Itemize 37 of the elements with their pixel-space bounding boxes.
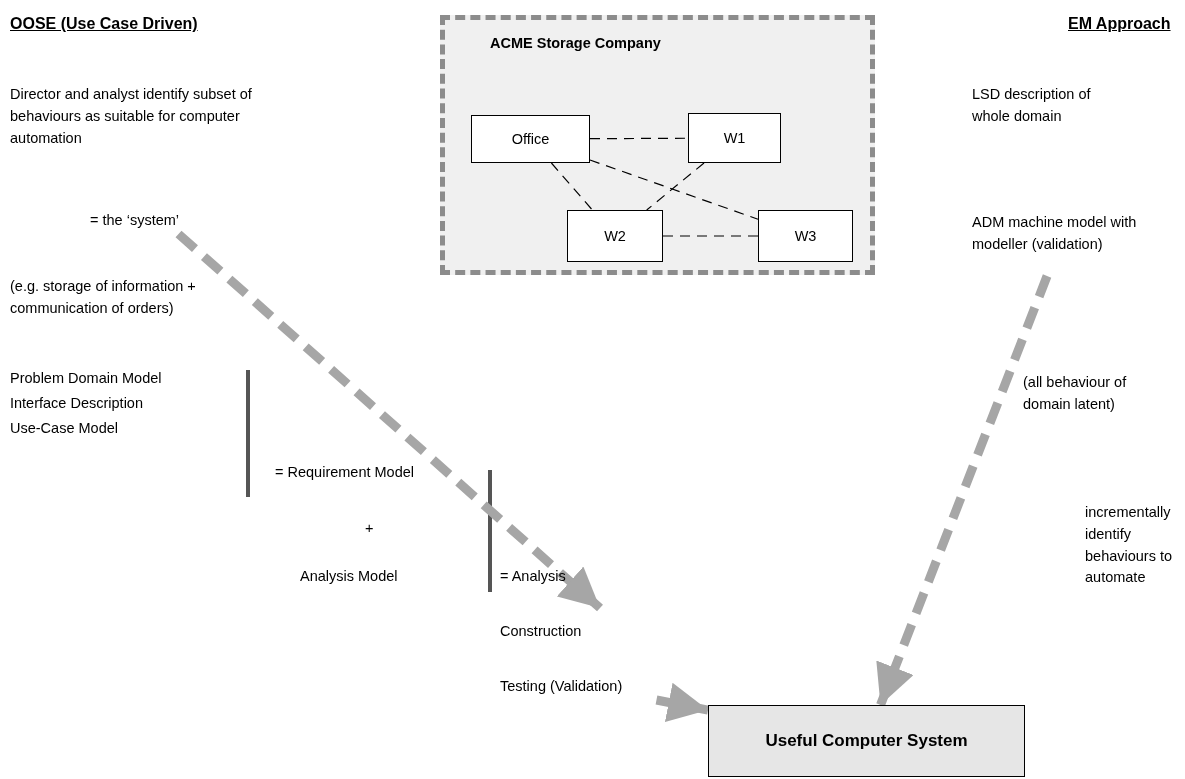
model-name: Interface Description — [10, 394, 144, 413]
entity-box — [758, 210, 853, 262]
text-label: = the ‘system’ — [90, 211, 181, 230]
entity-box — [471, 115, 590, 163]
entity-box — [567, 210, 663, 262]
plus-sign: + — [365, 519, 375, 538]
system-box — [708, 705, 1025, 777]
connector-line — [662, 235, 759, 237]
arrow — [876, 274, 1052, 707]
paragraph: incrementally identify behaviours to automate — [1085, 503, 1174, 588]
box-label: W3 — [794, 228, 817, 244]
section-heading: EM Approach — [1068, 14, 1172, 34]
paragraph: Director and analyst identify subset of behaviours as suitable for computer automation — [10, 85, 253, 148]
model-name: Use-Case Model — [10, 419, 119, 438]
paragraph: (e.g. storage of information + communication of orders) — [10, 277, 197, 318]
box-label: W1 — [723, 130, 746, 146]
section-heading: OOSE (Use Case Driven) — [10, 14, 199, 34]
box-label: Office — [511, 131, 550, 147]
connector-line — [589, 159, 759, 220]
text-label: ADM machine model with modeller (validation) — [972, 213, 1138, 254]
model-name: Analysis Model — [300, 567, 399, 586]
arrow — [655, 682, 709, 722]
entity-box — [688, 113, 781, 163]
connector-line — [550, 162, 593, 211]
connector-line — [646, 162, 705, 211]
text-label: Testing (Validation) — [500, 677, 624, 696]
model-name: Construction — [500, 622, 583, 641]
box-label: W2 — [604, 228, 626, 244]
paragraph: (all behaviour of domain latent) — [1023, 373, 1128, 414]
box-label: Useful Computer System — [765, 731, 968, 751]
model-name: = Analysis — [500, 567, 567, 586]
model-name: Problem Domain Model — [10, 369, 163, 388]
model-name: = Requirement Model — [275, 463, 416, 482]
container-heading: ACME Storage Company — [490, 35, 661, 51]
domain-container — [440, 15, 875, 275]
paragraph: LSD description of whole domain — [972, 85, 1092, 126]
arrow — [175, 230, 603, 612]
